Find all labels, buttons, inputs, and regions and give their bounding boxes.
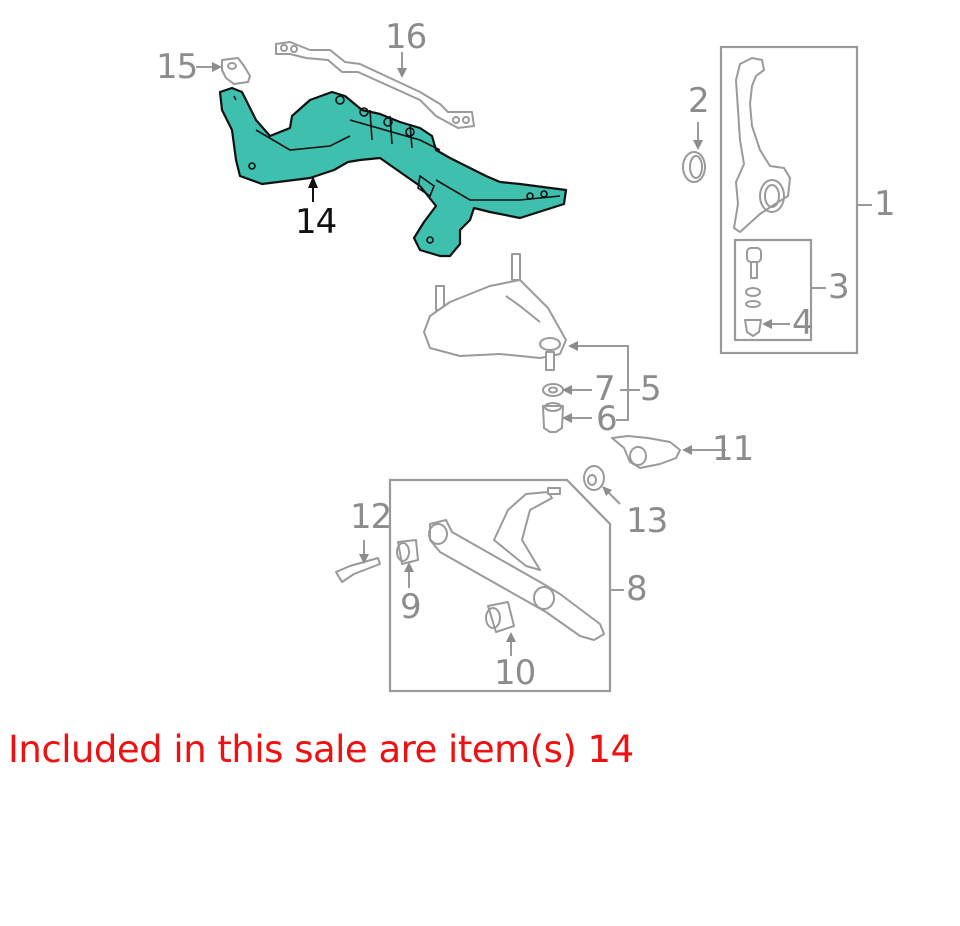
callout-11[interactable]: 11 <box>712 429 754 469</box>
callout-4[interactable]: 4 <box>792 303 814 343</box>
callout-10[interactable]: 10 <box>494 653 536 693</box>
callout-5[interactable]: 5 <box>640 369 662 409</box>
part-13-bushing <box>583 465 621 505</box>
callout-6[interactable]: 6 <box>596 399 618 439</box>
callout-8[interactable]: 8 <box>626 569 648 609</box>
part-2-dust-seal <box>682 122 706 183</box>
callout-7[interactable]: 7 <box>594 369 616 409</box>
callout-1[interactable]: 1 <box>874 184 896 224</box>
callout-3[interactable]: 3 <box>828 267 850 307</box>
sale-items-caption: Included in this sale are item(s) 14 <box>8 728 634 771</box>
part-3-ball-joint-box <box>733 238 826 342</box>
part-16-stiffener-bar <box>275 41 475 129</box>
part-7-washer <box>542 383 592 397</box>
callout-2[interactable]: 2 <box>688 81 710 121</box>
part-8-lower-arm-box <box>388 478 624 693</box>
part-12-bolt <box>335 540 381 583</box>
callout-9[interactable]: 9 <box>400 587 422 627</box>
part-14-front-subframe <box>218 86 568 258</box>
part-15-mount-bracket <box>221 57 251 85</box>
part-9-bushing <box>396 539 419 588</box>
callout-16[interactable]: 16 <box>385 17 427 57</box>
callout-15[interactable]: 15 <box>156 47 198 87</box>
part-10-bushing <box>485 601 516 656</box>
callout-12[interactable]: 12 <box>350 497 392 537</box>
part-6-bushing <box>542 402 592 433</box>
part-1-knuckle-box <box>719 45 872 355</box>
part-11-compliance-bushing <box>611 435 708 469</box>
callout-13[interactable]: 13 <box>626 501 668 541</box>
callout-leaders <box>196 52 726 451</box>
callout-14[interactable]: 14 <box>295 202 337 242</box>
part-5-upper-control-arm <box>423 253 640 421</box>
